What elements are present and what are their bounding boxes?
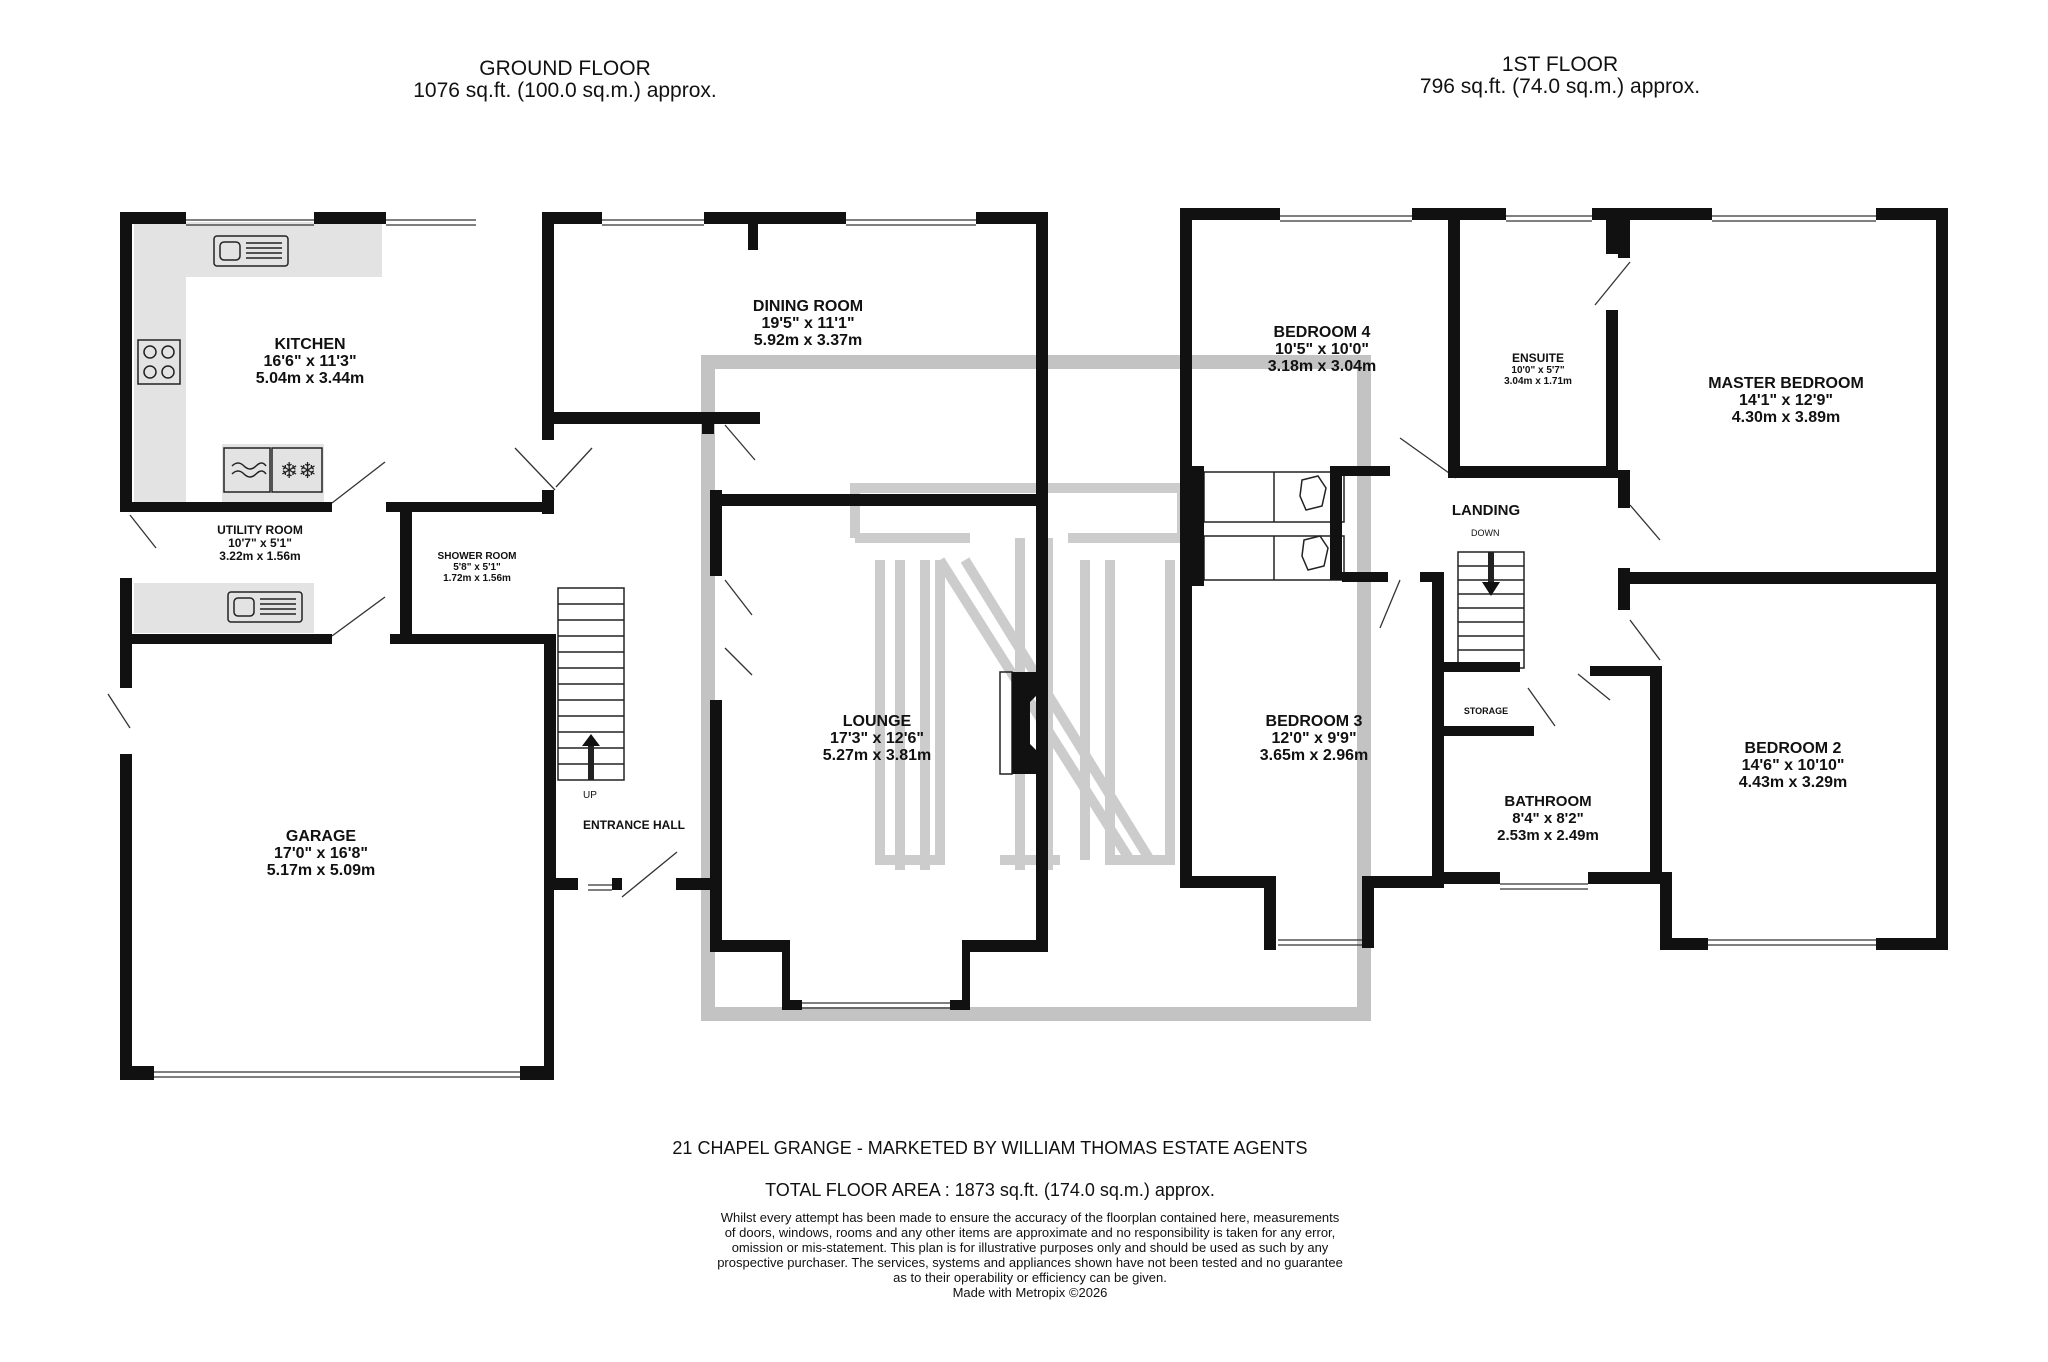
room-metric: 3.04m x 1.71m [1504, 376, 1572, 387]
stairs-up-label: UP [583, 790, 597, 801]
room-entrance-hall: ENTRANCE HALL [583, 819, 685, 832]
room-imperial: 14'1" x 12'9" [1739, 392, 1833, 409]
room-imperial: 14'6" x 10'10" [1741, 757, 1845, 774]
washing-machine-icon [223, 447, 271, 493]
first-floor-heading: 1ST FLOOR 796 sq.ft. (74.0 sq.m.) approx… [1380, 54, 1740, 98]
room-metric: 4.43m x 3.29m [1738, 774, 1848, 791]
wardrobes [1203, 471, 1345, 581]
room-name: SHOWER ROOM [437, 551, 517, 562]
room-metric: 5.04m x 3.44m [255, 370, 365, 387]
room-metric: 3.18m x 3.04m [1267, 358, 1377, 375]
room-name: ENTRANCE HALL [583, 818, 685, 832]
room-name: BATHROOM [1504, 793, 1592, 810]
counters [134, 222, 382, 633]
footer-address: 21 CHAPEL GRANGE - MARKETED BY WILLIAM T… [672, 1138, 1308, 1158]
room-metric: 5.27m x 3.81m [822, 747, 932, 764]
room-bedroom-2: BEDROOM 2 14'6" x 10'10" 4.43m x 3.29m [1739, 740, 1848, 791]
room-name: UTILITY ROOM [217, 523, 303, 537]
first-floor-area: 796 sq.ft. (74.0 sq.m.) approx. [1419, 75, 1701, 98]
room-imperial: 17'0" x 16'8" [274, 845, 368, 862]
room-landing: LANDING [1452, 502, 1520, 519]
stairs [557, 551, 1525, 781]
door-swings [107, 261, 1661, 898]
room-name: BEDROOM 3 [1265, 713, 1363, 730]
room-bedroom-3: BEDROOM 3 12'0" x 9'9" 3.65m x 2.96m [1260, 713, 1369, 764]
room-bedroom-4: BEDROOM 4 10'5" x 10'0" 3.18m x 3.04m [1268, 324, 1377, 375]
room-imperial: 10'7" x 5'1" [228, 536, 292, 550]
room-name: DINING ROOM [752, 298, 864, 315]
hob-icon [137, 339, 181, 385]
disclaimer-line: Made with Metropix ©2026 [952, 1285, 1108, 1300]
room-metric: 3.22m x 1.56m [219, 549, 301, 563]
room-metric: 5.17m x 5.09m [266, 862, 376, 879]
first-floor-title: 1ST FLOOR [1501, 53, 1619, 76]
fireplace [999, 671, 1040, 775]
disclaimer-line: Whilst every attempt has been made to en… [720, 1210, 1340, 1225]
room-name: GARAGE [285, 828, 357, 845]
room-storage: STORAGE [1464, 706, 1508, 717]
room-imperial: 5'8" x 5'1" [453, 562, 501, 573]
room-dining: DINING ROOM 19'5" x 11'1" 5.92m x 3.37m [753, 298, 863, 349]
room-name: ENSUITE [1511, 351, 1565, 365]
room-name: LOUNGE [842, 713, 912, 730]
ground-floor-area: 1076 sq.ft. (100.0 sq.m.) approx. [413, 79, 717, 102]
windows [154, 215, 1876, 1078]
footer-disclaimer: Whilst every attempt has been made to en… [640, 1210, 1420, 1300]
freezer-icon: ❄❄ [271, 447, 323, 493]
room-metric: 5.92m x 3.37m [753, 332, 863, 349]
room-imperial: 16'6" x 11'3" [263, 353, 357, 370]
room-imperial: 12'0" x 9'9" [1271, 730, 1357, 747]
ground-floor-title: GROUND FLOOR [479, 57, 651, 80]
room-imperial: 10'5" x 10'0" [1275, 341, 1369, 358]
ground-floor-walls [120, 212, 1048, 1080]
ground-stairs [557, 587, 625, 781]
room-metric: 2.53m x 2.49m [1497, 827, 1599, 844]
ground-floor-heading: GROUND FLOOR 1076 sq.ft. (100.0 sq.m.) a… [380, 58, 750, 102]
stairs-down-label: DOWN [1471, 528, 1500, 538]
room-name: MASTER BEDROOM [1708, 375, 1864, 392]
room-utility: UTILITY ROOM 10'7" x 5'1" 3.22m x 1.56m [217, 524, 303, 563]
room-shower: SHOWER ROOM 5'8" x 5'1" 1.72m x 1.56m [438, 551, 517, 584]
disclaimer-line: of doors, windows, rooms and any other i… [724, 1225, 1336, 1240]
room-garage: GARAGE 17'0" x 16'8" 5.17m x 5.09m [267, 828, 376, 879]
room-name: BEDROOM 4 [1273, 324, 1371, 341]
room-ensuite: ENSUITE 10'0" x 5'7" 3.04m x 1.71m [1504, 351, 1572, 388]
utility-sink-icon [227, 591, 303, 623]
disclaimer-line: as to their operability or efficiency ca… [893, 1270, 1167, 1285]
room-name: STORAGE [1463, 706, 1509, 716]
footer-total-area: TOTAL FLOOR AREA : 1873 sq.ft. (174.0 sq… [765, 1180, 1215, 1200]
first-floor-walls [1180, 208, 1948, 950]
room-kitchen: KITCHEN 16'6" x 11'3" 5.04m x 3.44m [256, 336, 365, 387]
kitchen-sink-icon [213, 235, 289, 267]
appliances: ❄❄ [137, 235, 323, 623]
room-metric: 1.72m x 1.56m [443, 573, 511, 584]
room-lounge: LOUNGE 17'3" x 12'6" 5.27m x 3.81m [823, 713, 932, 764]
room-name: KITCHEN [274, 336, 346, 353]
room-imperial: 10'0" x 5'7" [1511, 365, 1565, 376]
room-metric: 4.30m x 3.89m [1731, 409, 1841, 426]
room-bathroom: BATHROOM 8'4" x 8'2" 2.53m x 2.49m [1497, 793, 1599, 844]
room-imperial: 19'5" x 11'1" [761, 315, 855, 332]
room-master-bedroom: MASTER BEDROOM 14'1" x 12'9" 4.30m x 3.8… [1708, 375, 1864, 426]
room-imperial: 17'3" x 12'6" [830, 730, 924, 747]
room-name: LANDING [1451, 502, 1521, 519]
disclaimer-line: prospective purchaser. The services, sys… [717, 1255, 1343, 1270]
room-metric: 3.65m x 2.96m [1259, 747, 1369, 764]
svg-text:❄❄: ❄❄ [280, 459, 317, 484]
disclaimer-line: omission or mis-statement. This plan is … [731, 1240, 1329, 1255]
first-stairs [1457, 551, 1525, 669]
room-imperial: 8'4" x 8'2" [1512, 810, 1584, 827]
room-name: BEDROOM 2 [1744, 740, 1842, 757]
